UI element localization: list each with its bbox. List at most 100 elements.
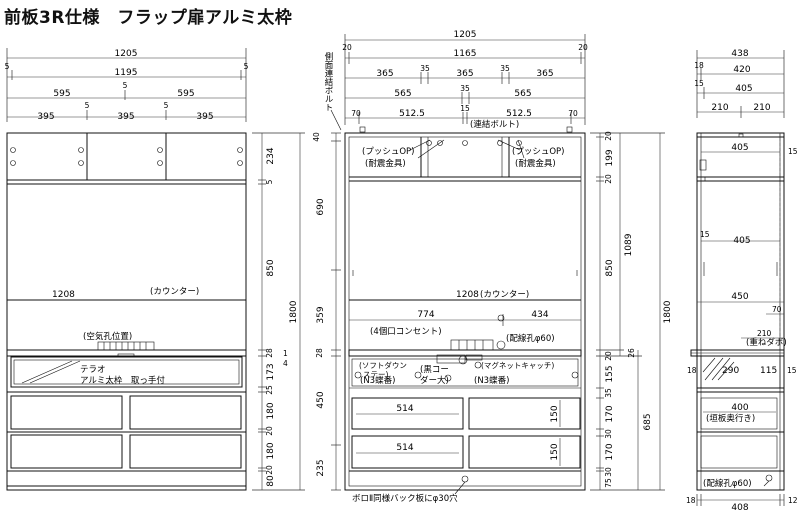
dim-434: 434	[531, 310, 548, 320]
dim-180: 180	[266, 402, 276, 419]
dim-1: 1	[283, 349, 288, 358]
black-coder-label: (黒コー	[420, 365, 449, 375]
push-op-right: (プッシュOP)	[512, 147, 564, 157]
dim-450: 450	[316, 391, 326, 408]
dim-290: 290	[722, 366, 739, 376]
dim-35: 35	[460, 84, 470, 93]
dim-35: 35	[500, 64, 510, 73]
dim-438: 438	[731, 49, 748, 59]
dim-850: 850	[266, 259, 276, 276]
dim-512-5: 512.5	[506, 109, 532, 119]
dim-20: 20	[604, 174, 613, 184]
dim-514: 514	[396, 443, 413, 453]
dim-12: 12	[788, 496, 798, 505]
dim-20: 20	[265, 465, 274, 475]
back-hole-label: ボロⅡ同様バック板にφ30穴	[352, 493, 458, 504]
dim-234: 234	[266, 147, 276, 164]
dim-405: 405	[735, 84, 752, 94]
dim-595: 595	[53, 89, 70, 99]
n3-hinge-right: (N3蝶番)	[474, 375, 509, 386]
dim-20: 20	[604, 351, 613, 361]
quake-right: (耐震金具)	[515, 158, 556, 169]
dim-235: 235	[316, 459, 326, 476]
dim-18: 18	[687, 366, 697, 375]
dim-20: 20	[578, 43, 588, 52]
dim-774: 774	[417, 310, 434, 320]
dim-514: 514	[396, 404, 413, 414]
dim-28: 28	[265, 348, 274, 358]
dim-15: 15	[460, 104, 470, 113]
dim-210: 210	[711, 103, 728, 113]
dim-1165: 1165	[454, 49, 477, 59]
dim-365: 365	[456, 69, 473, 79]
terao-label-2: アルミ太枠 取っ手付	[80, 375, 165, 386]
dim-595: 595	[177, 89, 194, 99]
dim-173: 173	[266, 363, 276, 380]
dim-395: 395	[196, 112, 213, 122]
softdown-label-2: ステー)	[363, 370, 388, 379]
dim-408: 408	[731, 503, 748, 513]
dim-70: 70	[772, 305, 782, 314]
dim-1195: 1195	[115, 68, 138, 78]
dim-30: 30	[604, 429, 613, 439]
bolt-label: (連結ボルト)	[470, 119, 519, 130]
terao-label: テラオ	[80, 365, 106, 375]
dim-565: 565	[394, 89, 411, 99]
dim-420: 420	[733, 65, 750, 75]
counter-label: (カウンター)	[480, 290, 529, 300]
dim-405: 405	[733, 236, 750, 246]
dim-70: 70	[351, 109, 361, 118]
counter-width: 1208	[52, 290, 75, 300]
dim-5: 5	[244, 62, 249, 71]
dim-15: 15	[787, 366, 797, 375]
dim-170: 170	[605, 443, 615, 460]
vent-label: (空気孔位置)	[83, 331, 132, 342]
stack-dowel-label: (重ねダボ)	[746, 337, 787, 348]
dim-35: 35	[420, 64, 430, 73]
dim-170: 170	[605, 405, 615, 422]
back-depth-label: (垣板奥行き)	[706, 413, 755, 424]
open-view: 側面連結ボルト 1205 1165 20 20 365 35 365 35 36…	[312, 30, 673, 504]
dim-115: 115	[760, 366, 777, 376]
dim-405: 405	[731, 143, 748, 153]
dim-30: 30	[604, 467, 613, 477]
dim-5: 5	[164, 101, 169, 110]
dim-690: 690	[316, 198, 326, 215]
dim-199: 199	[605, 149, 615, 166]
dim-20: 20	[604, 131, 613, 141]
outlet-label: (4個口コンセント)	[370, 326, 442, 337]
page-title: 前板3R仕様 フラップ扉アルミ太枠	[4, 8, 293, 28]
dim-565: 565	[514, 89, 531, 99]
dim-15: 15	[700, 230, 710, 239]
counter-label: (カウンター)	[150, 287, 199, 297]
dim-180: 180	[266, 442, 276, 459]
dim-5: 5	[123, 81, 128, 90]
dim-850: 850	[605, 259, 615, 276]
dim-5: 5	[85, 101, 90, 110]
dim-150: 150	[550, 405, 560, 422]
dim-80: 80	[266, 475, 276, 487]
dim-28: 28	[315, 348, 324, 358]
dim-70: 70	[568, 109, 578, 118]
dim-155: 155	[605, 365, 615, 382]
counter-width: 1208	[456, 290, 479, 300]
push-op-left: (プッシュOP)	[362, 147, 414, 157]
dim-75: 75	[604, 478, 613, 488]
dim-450: 450	[731, 292, 748, 302]
dim-5: 5	[265, 179, 274, 184]
dim-20: 20	[342, 43, 352, 52]
wire-hole-label: (配線孔φ60)	[506, 333, 555, 344]
dim-395: 395	[117, 112, 134, 122]
dim-15: 15	[694, 79, 704, 88]
dim-150: 150	[550, 443, 560, 460]
dim-5: 5	[5, 62, 10, 71]
dim-15: 15	[788, 147, 798, 156]
dim-365: 365	[376, 69, 393, 79]
dim-1205: 1205	[454, 30, 477, 40]
dim-25: 25	[265, 385, 274, 395]
dim-1205: 1205	[115, 49, 138, 59]
dim-18: 18	[686, 496, 696, 505]
magnet-catch-label: (マグネットキャッチ)	[481, 360, 554, 370]
dim-35: 35	[604, 388, 613, 398]
